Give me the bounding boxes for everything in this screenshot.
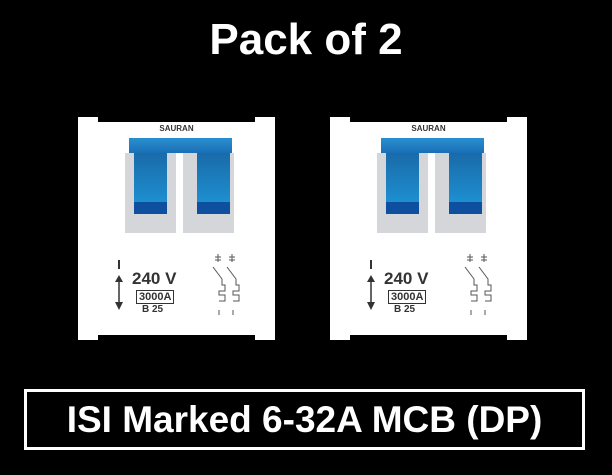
page-title: Pack of 2	[209, 15, 403, 64]
mcb-body	[330, 122, 527, 335]
toggle-lever	[134, 153, 167, 214]
voltage-label: 240 V	[132, 269, 177, 288]
circuit-schematic-icon	[212, 254, 240, 315]
brand-label: SAURAN	[159, 124, 194, 133]
voltage-label: 240 V	[384, 269, 429, 288]
circuit-schematic-icon	[464, 254, 492, 315]
toggle-lever	[449, 153, 482, 214]
toggle-lever	[386, 153, 419, 214]
on-off-arrow-icon	[115, 260, 123, 310]
mcb-module-2: SAURAN 240 V 3000A B 25	[330, 117, 527, 340]
on-off-arrow-icon	[367, 260, 375, 310]
brand-label: SAURAN	[411, 124, 446, 133]
breaking-capacity-label: 3000A	[136, 290, 175, 304]
toggle-lever	[197, 153, 230, 214]
curve-rating-label: B 25	[142, 304, 164, 315]
curve-rating-label: B 25	[394, 304, 416, 315]
toggle-bridge	[129, 138, 232, 153]
breaking-capacity-label: 3000A	[388, 290, 427, 304]
mcb-body	[78, 122, 275, 335]
mcb-module-1: SAURAN 240 V 3000A B 25	[78, 117, 275, 340]
toggle-bridge	[381, 138, 484, 153]
product-banner: ISI Marked 6-32A MCB (DP)	[24, 389, 585, 450]
